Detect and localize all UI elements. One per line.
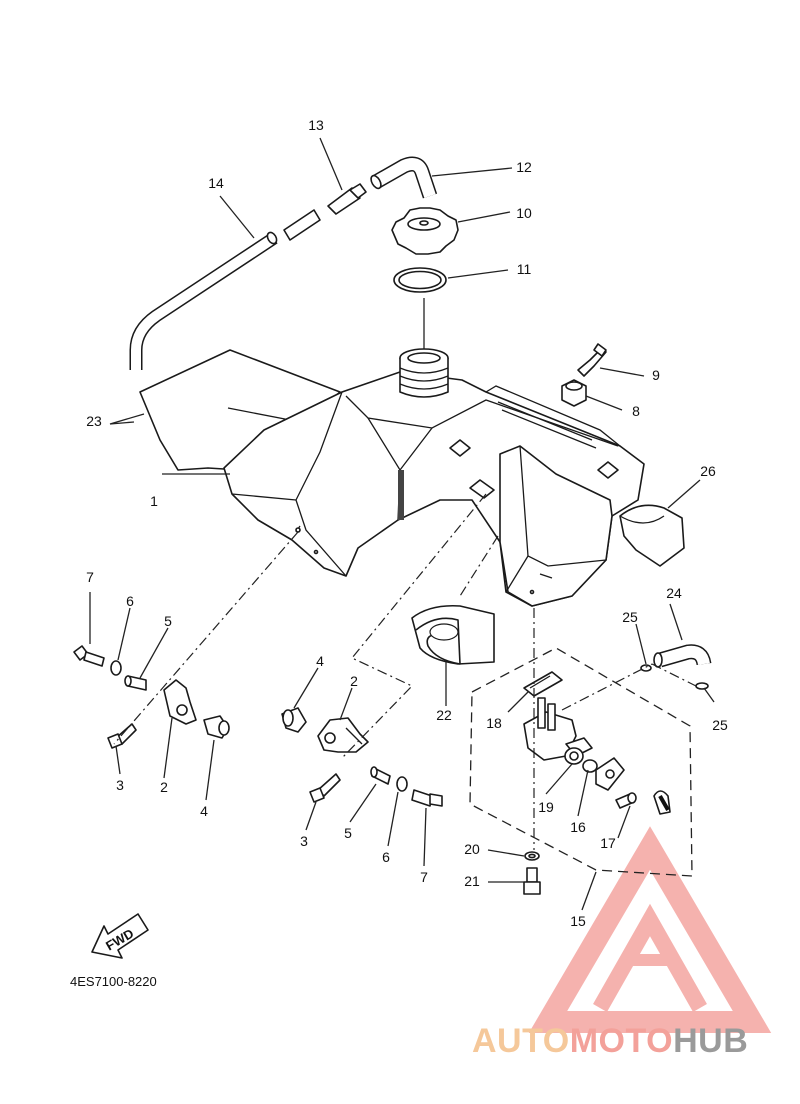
callout-7-center: 7 xyxy=(420,869,428,885)
part-6-washer-center xyxy=(396,776,408,792)
watermark-auto: AUTO xyxy=(472,1022,570,1060)
callout-10: 10 xyxy=(516,205,532,221)
callout-2-center: 2 xyxy=(350,673,358,689)
part-22-damper xyxy=(411,604,495,665)
callout-16: 16 xyxy=(570,819,586,835)
callout-14: 14 xyxy=(208,175,224,191)
fuel-cock-plate xyxy=(595,757,625,791)
callout-23: 23 xyxy=(86,413,102,429)
callout-22: 22 xyxy=(436,707,452,723)
callout-4-left: 4 xyxy=(200,803,208,819)
callout-7-left: 7 xyxy=(86,569,94,585)
part-18-gasket xyxy=(523,671,563,697)
part-4-damper-center xyxy=(281,707,307,733)
part-25-clip-upper xyxy=(640,664,652,672)
part-5-collar-left xyxy=(124,675,147,691)
diagram-code: 4ES7100-8220 xyxy=(70,974,157,989)
callout-11: 11 xyxy=(517,261,532,277)
watermark-brand-text: AUTOMOTOHUB xyxy=(472,1022,748,1060)
part-7-bolt-left xyxy=(73,645,105,667)
callout-12: 12 xyxy=(516,159,532,175)
watermark-moto: MOTO xyxy=(570,1022,673,1060)
part-2-bracket-center xyxy=(317,717,369,753)
callout-13: 13 xyxy=(308,117,324,133)
part-6-washer-left xyxy=(110,660,122,676)
callout-20: 20 xyxy=(464,841,480,857)
part-21-drain-bolt xyxy=(523,867,541,895)
part-16-o-ring xyxy=(582,759,598,773)
callout-leaders xyxy=(89,137,715,911)
part-1-fuel-tank xyxy=(223,348,645,607)
callout-8: 8 xyxy=(632,403,640,419)
part-9-bolt xyxy=(577,343,607,377)
callout-21: 21 xyxy=(464,873,480,889)
part-10-fuel-cap xyxy=(391,207,459,255)
watermark-hub: HUB xyxy=(673,1022,748,1060)
callout-3-left: 3 xyxy=(116,777,124,793)
assembly-centerlines xyxy=(113,493,697,850)
callout-25-lower: 25 xyxy=(712,717,728,733)
part-14-breather-hose xyxy=(129,209,321,370)
part-24-fuel-hose xyxy=(653,644,712,668)
callout-15: 15 xyxy=(570,913,586,929)
callout-3-center: 3 xyxy=(300,833,308,849)
callout-5-left: 5 xyxy=(164,613,172,629)
callout-6-left: 6 xyxy=(126,593,134,609)
part-11-gasket xyxy=(393,267,447,293)
callout-4-center: 4 xyxy=(316,653,324,669)
part-3-bolt-center xyxy=(309,773,341,803)
fuel-cock-lever xyxy=(653,790,671,815)
callout-5-center: 5 xyxy=(344,825,352,841)
callout-numbers: 1 2 2 3 3 4 4 5 5 6 6 7 7 8 9 10 11 12 1… xyxy=(86,117,728,929)
callout-17: 17 xyxy=(600,835,616,851)
callout-24: 24 xyxy=(666,585,682,601)
part-7-bolt-center xyxy=(411,789,443,807)
svg-text:AUTOMOTOHUB: AUTOMOTOHUB xyxy=(472,1022,748,1060)
part-2-bracket-left xyxy=(163,679,197,725)
callout-18: 18 xyxy=(486,715,502,731)
part-15-fuel-cock xyxy=(523,697,593,761)
part-20-washer xyxy=(524,851,540,861)
watermark-logo-icon xyxy=(528,826,772,1033)
callout-26: 26 xyxy=(700,463,716,479)
callout-9: 9 xyxy=(652,367,660,383)
part-8-collar xyxy=(561,379,587,407)
part-19-packing xyxy=(564,747,584,765)
callout-25-upper: 25 xyxy=(622,609,638,625)
callout-2-left: 2 xyxy=(160,779,168,795)
part-25-clip-lower xyxy=(695,682,709,690)
forward-direction-arrow-icon: FWD xyxy=(91,913,149,959)
part-13-check-valve xyxy=(327,183,367,215)
part-5-collar-center xyxy=(370,766,391,785)
part-4-damper-left xyxy=(203,715,230,739)
part-26-damper xyxy=(619,504,685,567)
callout-19: 19 xyxy=(538,799,554,815)
callout-1: 1 xyxy=(150,493,158,509)
callout-6-center: 6 xyxy=(382,849,390,865)
part-3-bolt-left xyxy=(107,723,137,749)
part-17-screw xyxy=(615,792,637,809)
part-12-bent-hose xyxy=(370,156,438,199)
